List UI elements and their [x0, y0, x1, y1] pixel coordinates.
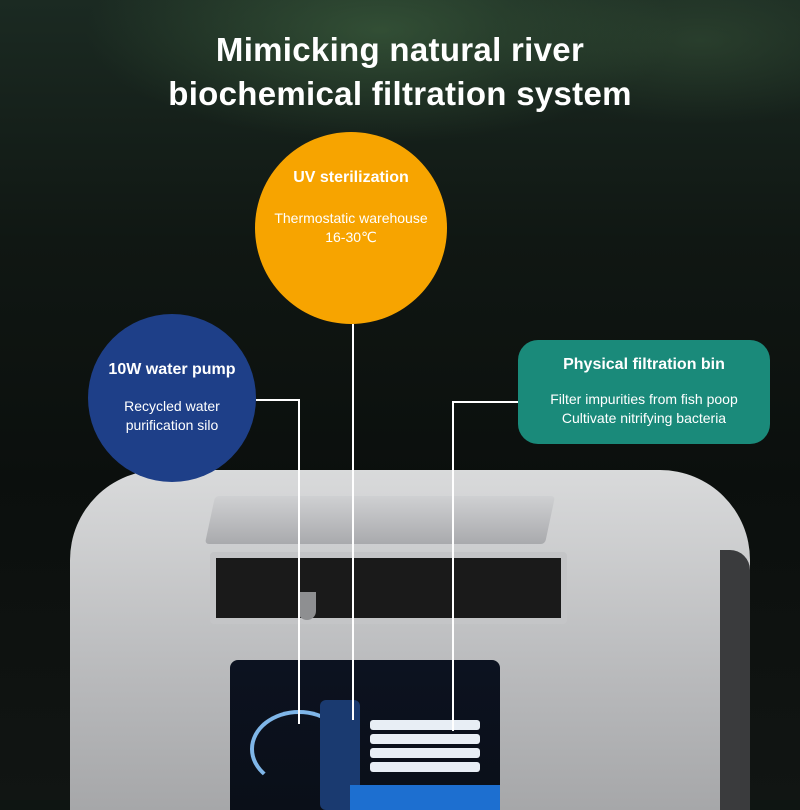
physical-line-1: Filter impurities from fish poop — [550, 391, 738, 407]
device-lid — [204, 496, 556, 544]
title-line-2: biochemical filtration system — [168, 75, 632, 112]
uv-line-1: Thermostatic warehouse — [274, 210, 428, 226]
uv-sterilization-callout: UV sterilization Thermostatic warehouse … — [255, 132, 447, 324]
pump-leader-v — [298, 399, 300, 724]
filter-device — [70, 470, 750, 810]
pump-heading: 10W water pump — [108, 361, 236, 378]
pump-leader-h — [256, 399, 300, 401]
filter-sponges — [370, 720, 480, 780]
water-pump-callout: 10W water pump Recycled water purificati… — [88, 314, 256, 482]
pump-line-1: Recycled water — [124, 398, 220, 414]
pump-line-2: purification silo — [125, 417, 219, 433]
uv-leader-line — [352, 324, 354, 720]
uv-line-2: 16-30℃ — [325, 229, 377, 245]
filter-media — [350, 785, 500, 810]
device-feed-slot — [210, 552, 567, 624]
page-title: Mimicking natural river biochemical filt… — [0, 28, 800, 116]
physical-leader-h — [452, 401, 518, 403]
physical-heading: Physical filtration bin — [563, 356, 725, 373]
physical-line-2: Cultivate nitrifying bacteria — [561, 410, 727, 426]
physical-filtration-callout: Physical filtration bin Filter impuritie… — [518, 340, 770, 444]
physical-leader-v — [452, 401, 454, 731]
device-notch — [298, 592, 316, 620]
title-line-1: Mimicking natural river — [215, 31, 585, 68]
device-window — [230, 660, 500, 810]
device-side — [720, 550, 750, 810]
uv-heading: UV sterilization — [293, 169, 409, 186]
